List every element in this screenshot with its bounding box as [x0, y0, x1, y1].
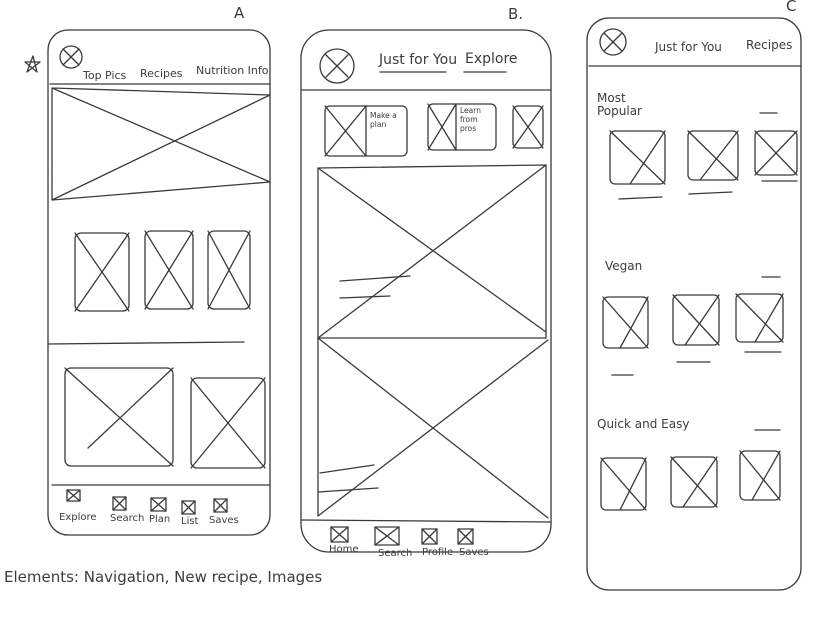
hero-image-b1	[317, 164, 547, 339]
tab-saves-a: Saves	[209, 515, 239, 526]
tab-search-b: Search	[378, 548, 413, 559]
tab-profile-b: Profile	[422, 547, 454, 558]
image-row-a	[74, 230, 251, 312]
tab-list-a: List	[181, 516, 199, 527]
tab-explore-a: Explore	[59, 512, 97, 523]
section-title-most-popular: Most Popular	[597, 91, 642, 118]
wireframe-a	[24, 29, 271, 536]
nav-item-recipes-c: Recipes	[746, 38, 793, 52]
label-c: C	[786, 0, 797, 15]
tab-saves-b: Saves	[459, 547, 489, 558]
section-title-quick-easy: Quick and Easy	[597, 417, 690, 431]
label-b: B.	[508, 5, 524, 23]
tab-bar-a	[66, 489, 228, 515]
logo-icon-a	[59, 45, 83, 69]
card-row-b	[324, 103, 544, 157]
tab-home-b: Home	[329, 544, 359, 555]
nav-item-just-for-you-b: Just for You	[379, 52, 458, 68]
card-make-a-plan: Make a plan	[370, 111, 397, 129]
nav-item-just-for-you-c: Just for You	[655, 40, 722, 54]
logo-icon-c	[599, 28, 627, 56]
nav-item-nutrition: Nutrition Info	[196, 64, 269, 77]
wireframe-b	[300, 29, 552, 553]
elements-note: Elements: Navigation, New recipe, Images	[4, 568, 323, 586]
row-vegan	[602, 276, 784, 376]
phone-frame-a	[47, 29, 271, 536]
hero-image-b2	[317, 337, 549, 519]
nav-item-recipes: Recipes	[140, 67, 183, 80]
star-doodle-icon	[24, 55, 41, 73]
tab-bar-b	[330, 526, 474, 546]
row-quick-easy	[600, 429, 781, 511]
hero-image-a	[51, 87, 271, 201]
label-a: A	[234, 4, 245, 22]
phone-frame-c	[586, 17, 802, 591]
nav-item-explore-b: Explore	[465, 51, 518, 67]
row-most-popular	[609, 112, 798, 200]
card-learn-from-pros: Learn from pros	[460, 106, 481, 133]
nav-item-top-pics: Top Pics	[83, 69, 127, 82]
tab-plan-a: Plan	[149, 514, 171, 525]
tab-search-a: Search	[110, 513, 145, 524]
section-title-vegan: Vegan	[605, 259, 643, 273]
phone-frame-b	[300, 29, 552, 553]
feature-cards-a	[64, 367, 266, 469]
logo-icon-b	[319, 48, 355, 84]
wireframe-c	[586, 17, 802, 591]
